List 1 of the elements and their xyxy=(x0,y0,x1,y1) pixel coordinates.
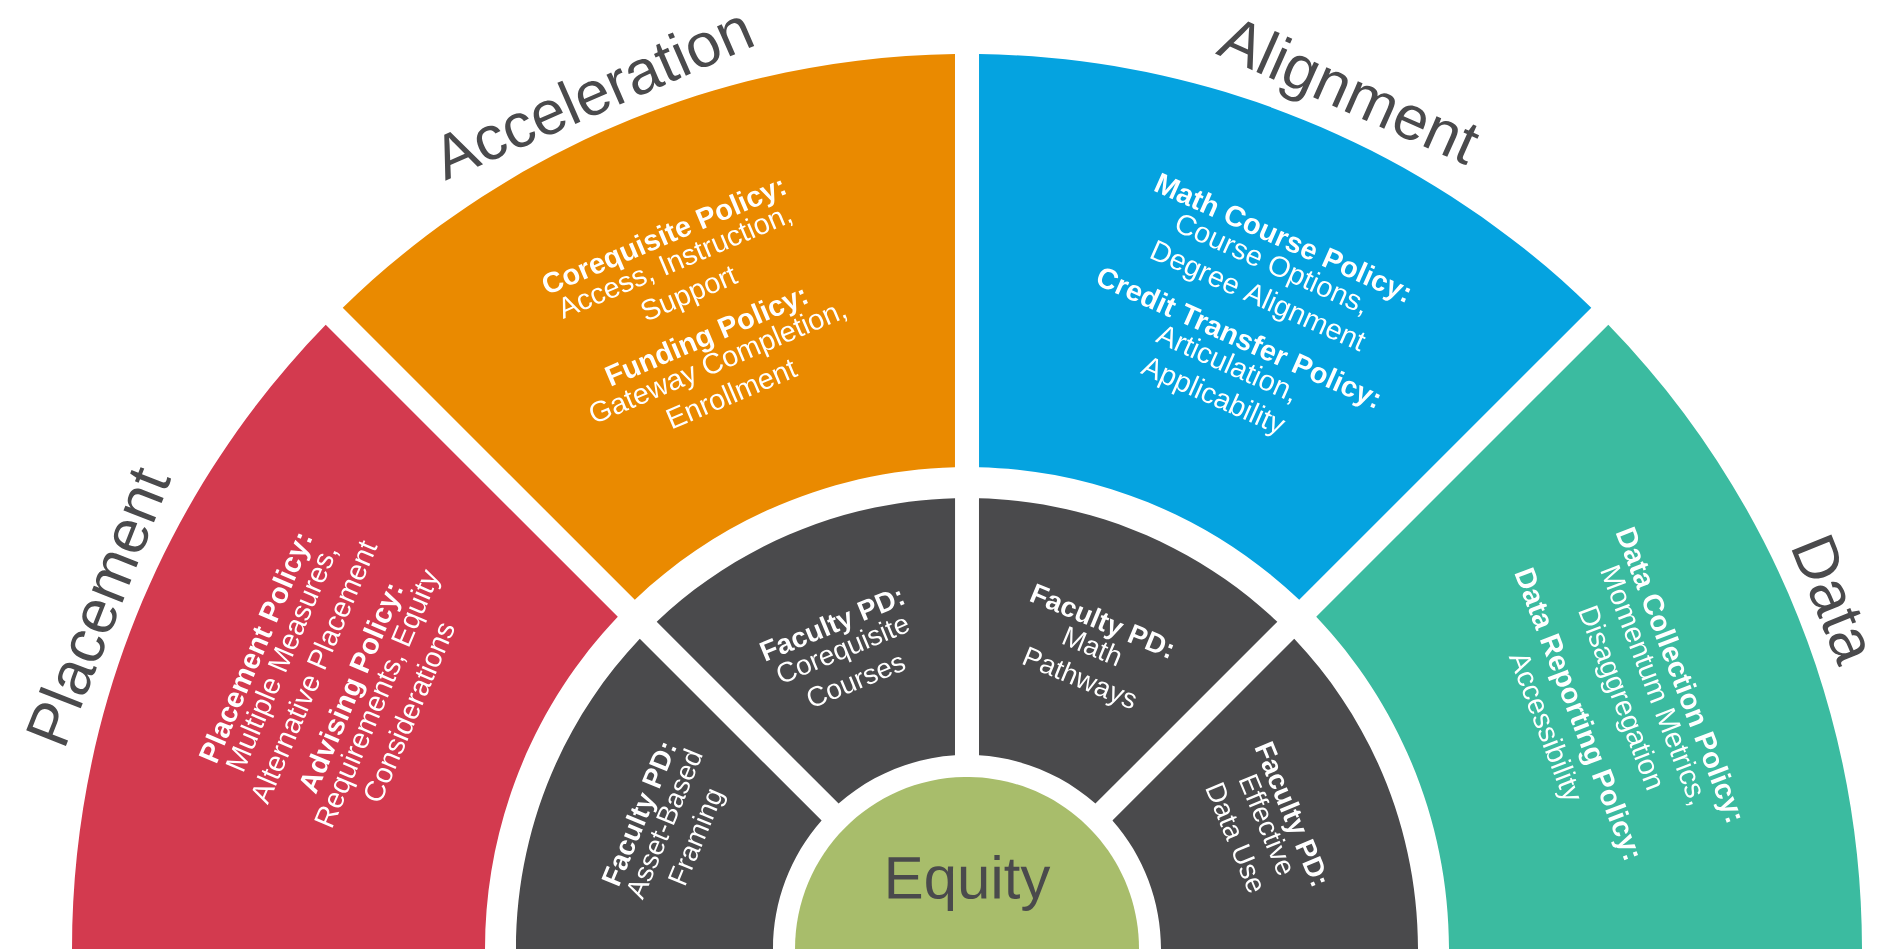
section-title: Data xyxy=(1791,534,1865,668)
